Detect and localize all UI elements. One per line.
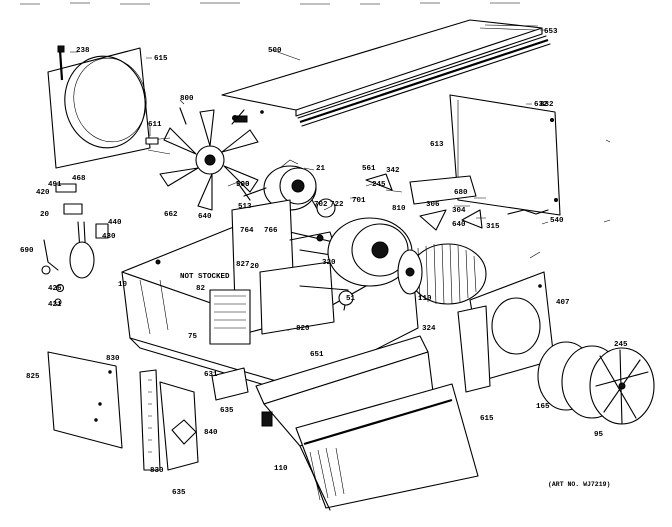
part-label-top-cover: 500 bbox=[268, 47, 282, 55]
part-label-front-615: 615 bbox=[480, 415, 494, 423]
part-label-side-clip: 830 bbox=[106, 355, 120, 363]
part-label-knob-468: 468 bbox=[72, 175, 86, 183]
part-label-wire-766: 766 bbox=[264, 227, 278, 235]
part-label-grommet-640: 640 bbox=[198, 213, 212, 221]
part-label-shroud: 615 bbox=[154, 55, 168, 63]
interior-components bbox=[209, 199, 354, 345]
part-label-comp-51: 51 bbox=[346, 295, 356, 303]
part-label-side-panel: 825 bbox=[26, 373, 40, 381]
part-label-comp-320: 320 bbox=[322, 259, 336, 267]
blower-assembly bbox=[327, 217, 487, 305]
part-label-wire-513: 513 bbox=[238, 203, 252, 211]
part-label-top-cover-2: 653 bbox=[544, 28, 558, 36]
part-label-scroll-810: 810 bbox=[392, 205, 406, 213]
part-label-coil-75: 75 bbox=[188, 333, 198, 341]
part-label-tube-430: 430 bbox=[102, 233, 116, 241]
part-label-wire-764: 764 bbox=[240, 227, 254, 235]
part-label-grille-95: 95 bbox=[594, 431, 604, 439]
part-label-not-stocked: NOT STOCKED bbox=[180, 273, 230, 281]
part-label-grommet-662: 662 bbox=[164, 211, 178, 219]
part-label-clip-421: 421 bbox=[48, 301, 62, 309]
part-label-fan-clip: 611 bbox=[148, 121, 162, 129]
part-label-tri-315: 315 bbox=[486, 223, 500, 231]
part-label-front-651: 651 bbox=[310, 351, 324, 359]
part-label-blower-110: 110 bbox=[418, 295, 432, 303]
fan-blade bbox=[145, 107, 259, 211]
part-label-rod-440: 440 bbox=[108, 219, 122, 227]
part-label-strip-830b: 830 bbox=[150, 467, 164, 475]
part-label-back-panel: 613 bbox=[430, 141, 444, 149]
art-number: (ART NO. WJ7219) bbox=[548, 481, 610, 488]
part-label-comp-827: 827 bbox=[236, 261, 250, 269]
part-label-motor-bracket-680: 680 bbox=[454, 189, 468, 197]
part-label-bracket-500b: 500 bbox=[236, 181, 250, 189]
part-label-bracket-702: 702 bbox=[314, 201, 328, 209]
part-label-shroud-seal: 238 bbox=[76, 47, 90, 55]
part-label-tri-304: 304 bbox=[452, 207, 466, 215]
part-label-bracket-631: 631 bbox=[204, 371, 218, 379]
part-label-strip: 635 bbox=[172, 489, 186, 497]
part-label-front-110: 110 bbox=[274, 465, 288, 473]
part-label-back-clip: 632 bbox=[534, 101, 548, 109]
part-label-orifice-407: 407 bbox=[556, 299, 570, 307]
leader-lines bbox=[70, 29, 611, 259]
part-label-fan-hub: 700 bbox=[236, 181, 250, 189]
control-cluster bbox=[41, 183, 109, 306]
part-label-ring-245b: 245 bbox=[614, 341, 628, 349]
part-labels: 500 653 615 238 800 611 700 21 722 701 702 245 500 56… bbox=[20, 28, 628, 497]
part-label-tri-306: 306 bbox=[426, 201, 440, 209]
part-label-comp-820: 820 bbox=[296, 325, 310, 333]
part-label-switch: 245 bbox=[372, 181, 386, 189]
part-label-capacitor: 722 bbox=[330, 201, 344, 209]
part-label-ring-165: 165 bbox=[536, 403, 550, 411]
part-label-bracket-701: 701 bbox=[352, 197, 366, 205]
rear-side-panel bbox=[449, 94, 561, 216]
left-side-panel bbox=[47, 351, 249, 471]
part-label-bracket-635: 635 bbox=[220, 407, 234, 415]
part-label-bracket-561: 561 bbox=[362, 165, 376, 173]
front-grille bbox=[255, 335, 479, 511]
scroll-duct bbox=[365, 173, 549, 231]
part-label-motor: 21 bbox=[316, 165, 326, 173]
part-label-base-10: 10 bbox=[118, 281, 128, 289]
part-label-knob-491: 491 bbox=[48, 181, 62, 189]
fan-motor bbox=[243, 159, 336, 218]
part-label-front-324: 324 bbox=[422, 325, 436, 333]
part-label-stud-832: 832 bbox=[540, 101, 554, 109]
part-label-coil-82: 82 bbox=[196, 285, 206, 293]
part-label-rod-20: 20 bbox=[40, 211, 50, 219]
condenser-shroud bbox=[47, 45, 151, 169]
blower-wheel-rings bbox=[537, 341, 655, 425]
part-label-control-420: 420 bbox=[36, 189, 50, 197]
part-label-tri-342: 342 bbox=[386, 167, 400, 175]
part-label-comp-20b: 20 bbox=[250, 263, 260, 271]
top-edge-marks bbox=[20, 2, 520, 5]
part-label-tri-540: 540 bbox=[550, 217, 564, 225]
part-label-clip-426: 426 bbox=[48, 285, 62, 293]
part-label-fan-blade: 800 bbox=[180, 95, 194, 103]
part-label-tri-640b: 640 bbox=[452, 221, 466, 229]
part-label-valve-690: 690 bbox=[20, 247, 34, 255]
part-label-bracket-840: 840 bbox=[204, 429, 218, 437]
